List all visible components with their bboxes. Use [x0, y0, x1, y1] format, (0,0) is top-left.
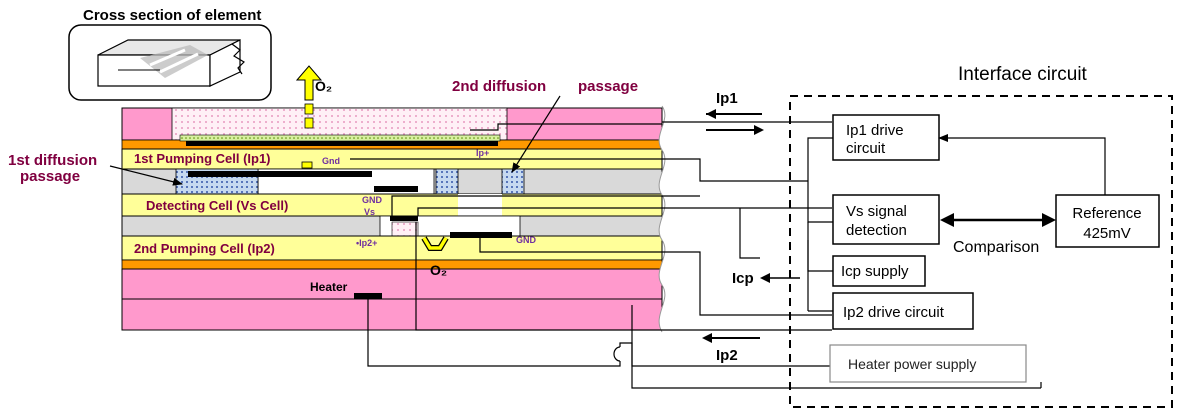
porous-electrode-layer	[179, 134, 501, 142]
heater-layer-bottom	[121, 298, 663, 331]
electrodes	[186, 141, 512, 299]
ip2-drive-label: Ip2 drive circuit	[843, 304, 945, 321]
heater-label: Heater	[310, 280, 348, 294]
ip1-arrows	[706, 109, 764, 135]
first-diffusion-label-b: passage	[20, 168, 80, 185]
gnd-label-3: GND	[516, 235, 537, 245]
interface-wiring	[807, 134, 1106, 312]
ip-plus-label: Ip+	[476, 148, 489, 158]
vs-label: Vs	[364, 207, 375, 217]
ip1-drive-box: Ip1 drive circuit	[832, 114, 940, 161]
heater-power-supply-box: Heater power supply	[829, 344, 1027, 383]
vs-electrode-bottom	[390, 216, 418, 221]
detecting-cell-label: Detecting Cell (Vs Cell)	[146, 198, 288, 213]
ip1-drive-label-2: circuit	[846, 140, 886, 157]
interface-circuit-title: Interface circuit	[958, 64, 1088, 85]
heater-power-supply-label: Heater power supply	[848, 356, 976, 372]
ip1-inner-electrode	[188, 171, 372, 177]
vs-detection-label-2: detection	[846, 222, 907, 239]
orange-strip-2	[121, 259, 663, 270]
gnd-label-2: GND	[362, 195, 383, 205]
ip1-label: Ip1	[716, 90, 738, 107]
vs-detection-box: Vs signal detection	[832, 194, 940, 245]
comparison-label: Comparison	[953, 239, 1039, 256]
heater-element	[354, 293, 382, 299]
o2-up-arrow	[295, 65, 323, 129]
heater-layer-top	[121, 268, 663, 300]
icp-supply-label: Icp supply	[841, 263, 909, 280]
ip1-outer-electrode	[186, 141, 498, 146]
interface-circuit-frame	[789, 95, 1173, 408]
first-diffusion-label: 1st diffusion	[8, 152, 97, 169]
reference-box: Reference 425mV	[1055, 194, 1160, 248]
icp-supply-box: Icp supply	[832, 255, 926, 287]
ip2-plus-label: •Ip2+	[356, 238, 377, 248]
ip1-drive-label-1: Ip1 drive	[846, 122, 904, 139]
o2-bottom-label: O₂	[430, 262, 447, 278]
second-diffusion-pointer	[511, 95, 561, 173]
vs-detection-label-1: Vs signal	[846, 203, 907, 220]
element-cross-section-sketch	[97, 39, 245, 87]
inset-title: Cross section of element	[83, 7, 261, 24]
ip2-drive-box: Ip2 drive circuit	[832, 292, 974, 330]
second-diffusion-passage-right	[501, 168, 525, 195]
second-diffusion-label-b: passage	[578, 78, 638, 95]
second-pumping-cell-label: 2nd Pumping Cell (Ip2)	[134, 241, 275, 256]
reference-label-1: Reference	[1072, 205, 1141, 222]
second-pumping-cell	[121, 235, 663, 261]
o2-down-arrow	[422, 237, 448, 250]
ip2-electrode	[450, 232, 512, 238]
first-pumping-cell-label: 1st Pumping Cell (Ip1)	[134, 151, 271, 166]
icp-label: Icp	[732, 270, 754, 287]
reference-label-2: 425mV	[1083, 225, 1131, 242]
second-diffusion-passage-left	[435, 168, 459, 195]
first-diffusion-pointer	[109, 165, 183, 186]
second-diffusion-label: 2nd diffusion	[452, 78, 546, 95]
wiring	[350, 121, 1042, 389]
o2-top-label: O₂	[315, 78, 332, 94]
vs-electrode-top	[374, 186, 418, 192]
gnd-label-1: Gnd	[322, 156, 340, 166]
ip2-label: Ip2	[716, 347, 738, 364]
